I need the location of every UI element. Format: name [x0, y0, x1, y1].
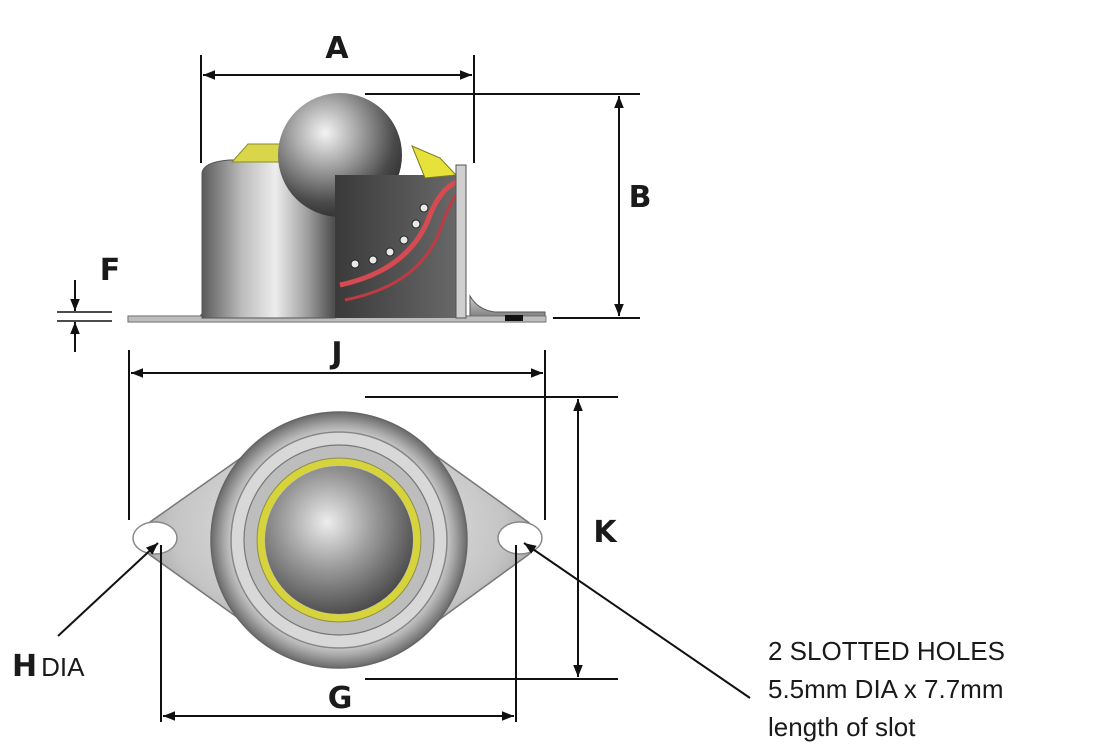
left-slotted-hole — [132, 521, 178, 555]
dimension-b: B — [365, 93, 652, 319]
ball-top — [265, 466, 413, 614]
note-line-2: 5.5mm DIA x 7.7mm — [768, 674, 1004, 704]
yellow-seal-ring — [257, 458, 421, 622]
dimension-f: F — [57, 253, 120, 352]
dimension-g-label: G — [328, 681, 353, 716]
note-line-1: 2 SLOTTED HOLES — [768, 636, 1005, 666]
slotted-holes-note: 2 SLOTTED HOLES 5.5mm DIA x 7.7mm length… — [523, 542, 1005, 742]
side-view — [127, 93, 547, 323]
dimension-g: G — [160, 545, 517, 722]
note-line-3: length of slot — [768, 712, 916, 742]
dimension-k: K — [365, 396, 618, 680]
right-slotted-hole — [497, 521, 543, 555]
dimension-j-label: J — [329, 336, 342, 371]
dimension-b-label: B — [629, 180, 652, 215]
dimension-f-label: F — [100, 253, 121, 288]
dimension-a-label: A — [325, 31, 349, 66]
dimension-j: J — [128, 336, 546, 520]
dimension-k-label: K — [593, 515, 618, 550]
dimension-a: A — [200, 31, 475, 163]
top-view — [132, 411, 543, 669]
